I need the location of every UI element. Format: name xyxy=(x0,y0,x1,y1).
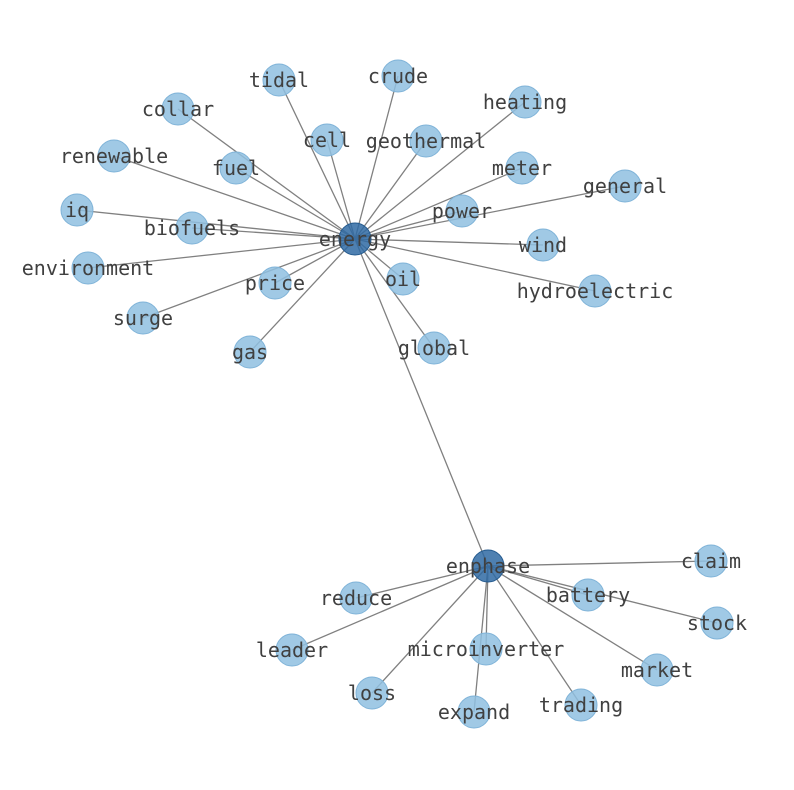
node-energy xyxy=(338,222,372,256)
node-label-stock: stock xyxy=(687,611,747,635)
node-claim xyxy=(694,544,728,578)
edge-energy-surge xyxy=(142,238,356,319)
node-label-collar: collar xyxy=(142,97,214,121)
edge-energy-crude xyxy=(354,75,399,240)
node-label-fuel: fuel xyxy=(212,156,260,180)
edge-energy-global xyxy=(354,238,435,349)
node-label-surge: surge xyxy=(113,306,173,330)
node-crude xyxy=(381,59,415,93)
node-label-global: global xyxy=(398,336,470,360)
edge-energy-biofuels xyxy=(191,227,356,240)
node-label-microinverter: microinverter xyxy=(408,637,565,661)
node-global xyxy=(417,331,451,365)
node-iq xyxy=(60,193,94,227)
node-leader xyxy=(275,633,309,667)
node-label-battery: battery xyxy=(546,583,630,607)
node-surge xyxy=(126,301,160,335)
edge-enphase-claim xyxy=(487,560,712,567)
edge-energy-wind xyxy=(354,238,544,246)
node-label-market: market xyxy=(621,658,693,682)
node-label-price: price xyxy=(245,271,305,295)
node-hydroelectric xyxy=(578,274,612,308)
edges-layer xyxy=(76,75,718,713)
node-label-energy: energy xyxy=(319,227,391,251)
node-label-general: general xyxy=(583,174,667,198)
node-label-oil: oil xyxy=(385,267,421,291)
node-label-cell: cell xyxy=(303,128,351,152)
edge-energy-meter xyxy=(354,167,523,240)
edge-energy-gas xyxy=(249,238,356,353)
node-wind xyxy=(526,228,560,262)
node-loss xyxy=(355,676,389,710)
node-meter xyxy=(505,151,539,185)
edge-energy-tidal xyxy=(278,79,356,240)
node-oil xyxy=(386,262,420,296)
node-label-enphase: enphase xyxy=(446,554,530,578)
node-label-loss: loss xyxy=(348,681,396,705)
node-geothermal xyxy=(409,124,443,158)
node-label-crude: crude xyxy=(368,64,428,88)
edge-energy-hydroelectric xyxy=(354,238,596,292)
node-label-environment: environment xyxy=(22,256,154,280)
node-power xyxy=(445,194,479,228)
node-label-hydroelectric: hydroelectric xyxy=(517,279,674,303)
node-microinverter xyxy=(469,632,503,666)
node-collar xyxy=(161,92,195,126)
node-label-trading: trading xyxy=(539,693,623,717)
edge-enphase-reduce xyxy=(355,565,489,599)
node-biofuels xyxy=(175,211,209,245)
edge-energy-heating xyxy=(354,101,526,240)
node-gas xyxy=(233,335,267,369)
edge-energy-power xyxy=(354,210,463,240)
node-label-wind: wind xyxy=(519,233,567,257)
node-stock xyxy=(700,606,734,640)
edge-enphase-market xyxy=(487,565,658,671)
edge-energy-enphase xyxy=(354,238,489,567)
node-general xyxy=(608,169,642,203)
node-price xyxy=(258,266,292,300)
edge-energy-collar xyxy=(177,108,356,240)
node-label-heating: heating xyxy=(483,90,567,114)
node-enphase xyxy=(471,549,505,583)
edge-energy-cell xyxy=(326,139,356,240)
edge-energy-fuel xyxy=(235,167,356,240)
node-renewable xyxy=(97,139,131,173)
node-label-gas: gas xyxy=(232,340,268,364)
edge-energy-geothermal xyxy=(354,140,427,240)
node-label-expand: expand xyxy=(438,700,510,724)
edge-energy-general xyxy=(354,185,626,240)
edge-enphase-loss xyxy=(371,565,489,694)
node-label-renewable: renewable xyxy=(60,144,168,168)
node-expand xyxy=(457,695,491,729)
node-label-iq: iq xyxy=(65,198,89,222)
node-label-meter: meter xyxy=(492,156,552,180)
node-market xyxy=(640,653,674,687)
node-cell xyxy=(310,123,344,157)
node-trading xyxy=(564,688,598,722)
labels-layer: energy enphase crude tidal heating collar cell… xyxy=(22,64,747,724)
node-fuel xyxy=(219,151,253,185)
node-label-reduce: reduce xyxy=(320,586,392,610)
edge-enphase-battery xyxy=(487,565,589,596)
node-label-biofuels: biofuels xyxy=(144,216,240,240)
node-label-claim: claim xyxy=(681,549,741,573)
edge-enphase-leader xyxy=(291,565,489,651)
edge-energy-environment xyxy=(87,238,356,269)
node-label-tidal: tidal xyxy=(249,68,309,92)
node-battery xyxy=(571,578,605,612)
node-environment xyxy=(71,251,105,285)
node-heating xyxy=(508,85,542,119)
edge-enphase-trading xyxy=(487,565,582,706)
node-reduce xyxy=(339,581,373,615)
nodes-layer xyxy=(60,59,734,729)
edge-energy-renewable xyxy=(113,155,356,240)
node-tidal xyxy=(262,63,296,97)
edge-energy-iq xyxy=(76,209,356,240)
node-label-geothermal: geothermal xyxy=(366,129,486,153)
node-label-power: power xyxy=(432,199,492,223)
node-label-leader: leader xyxy=(256,638,328,662)
